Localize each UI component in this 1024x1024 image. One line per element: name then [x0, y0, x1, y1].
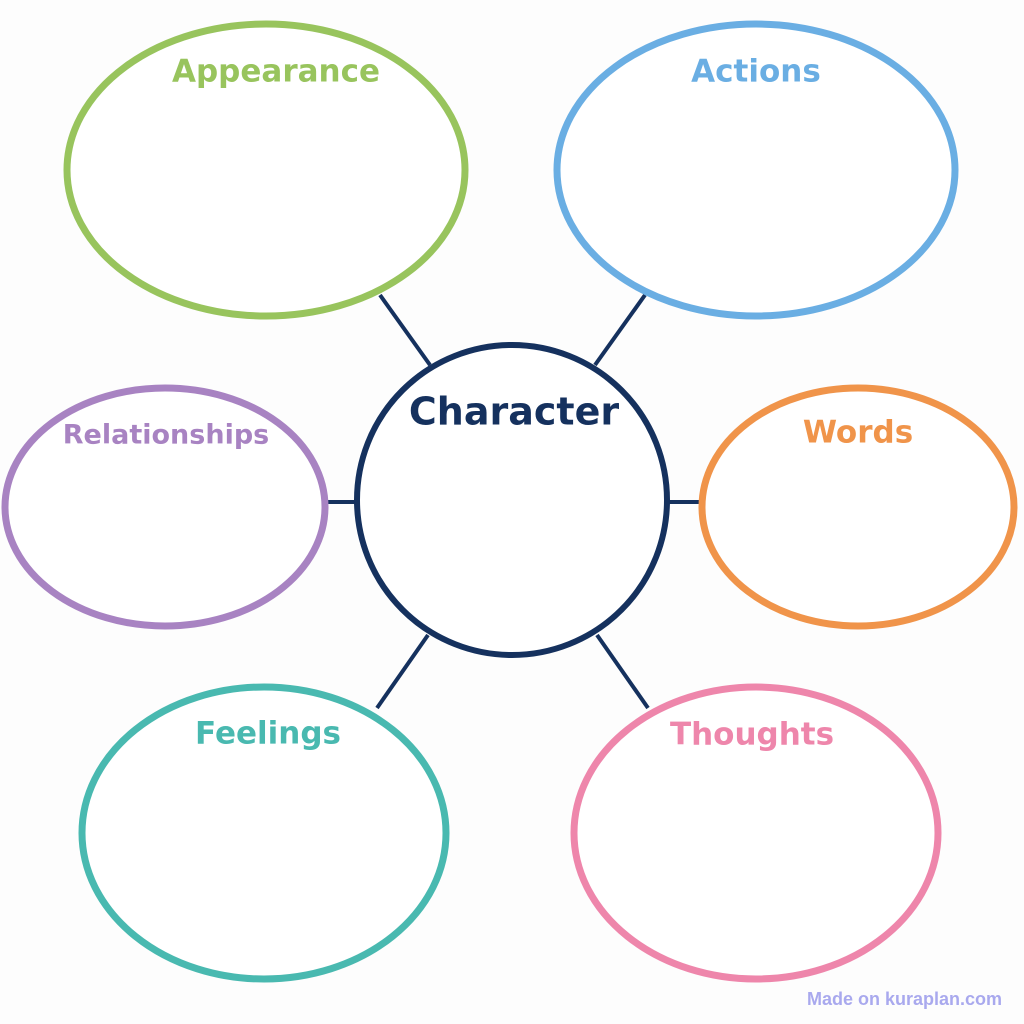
node-actions-bubble — [553, 20, 959, 320]
node-words-label: Words — [803, 415, 913, 451]
node-relationships-bubble — [1, 384, 329, 630]
node-words: Words — [698, 384, 1018, 630]
connector-thoughts — [595, 633, 650, 710]
node-actions: Actions — [553, 20, 959, 320]
node-appearance: Appearance — [63, 20, 469, 320]
node-appearance-bubble — [63, 20, 469, 320]
center-circle — [354, 342, 670, 658]
node-thoughts-bubble — [570, 683, 942, 983]
node-feelings: Feelings — [78, 683, 450, 983]
node-feelings-bubble — [78, 683, 450, 983]
node-appearance-label: Appearance — [172, 54, 380, 90]
connectors — [326, 293, 700, 710]
node-relationships-label: Relationships — [63, 420, 269, 451]
connector-feelings — [375, 633, 430, 710]
watermark-text: Made on kuraplan.com — [806, 989, 1002, 1009]
node-relationships: Relationships — [1, 384, 329, 630]
connector-actions — [593, 293, 647, 367]
node-actions-label: Actions — [691, 54, 821, 90]
node-feelings-label: Feelings — [195, 716, 341, 752]
center-label: Character — [409, 390, 619, 434]
node-words-bubble — [698, 384, 1018, 630]
node-thoughts: Thoughts — [570, 683, 942, 983]
connector-appearance — [378, 293, 432, 367]
center-node: Character — [354, 342, 670, 658]
node-thoughts-label: Thoughts — [670, 717, 834, 753]
